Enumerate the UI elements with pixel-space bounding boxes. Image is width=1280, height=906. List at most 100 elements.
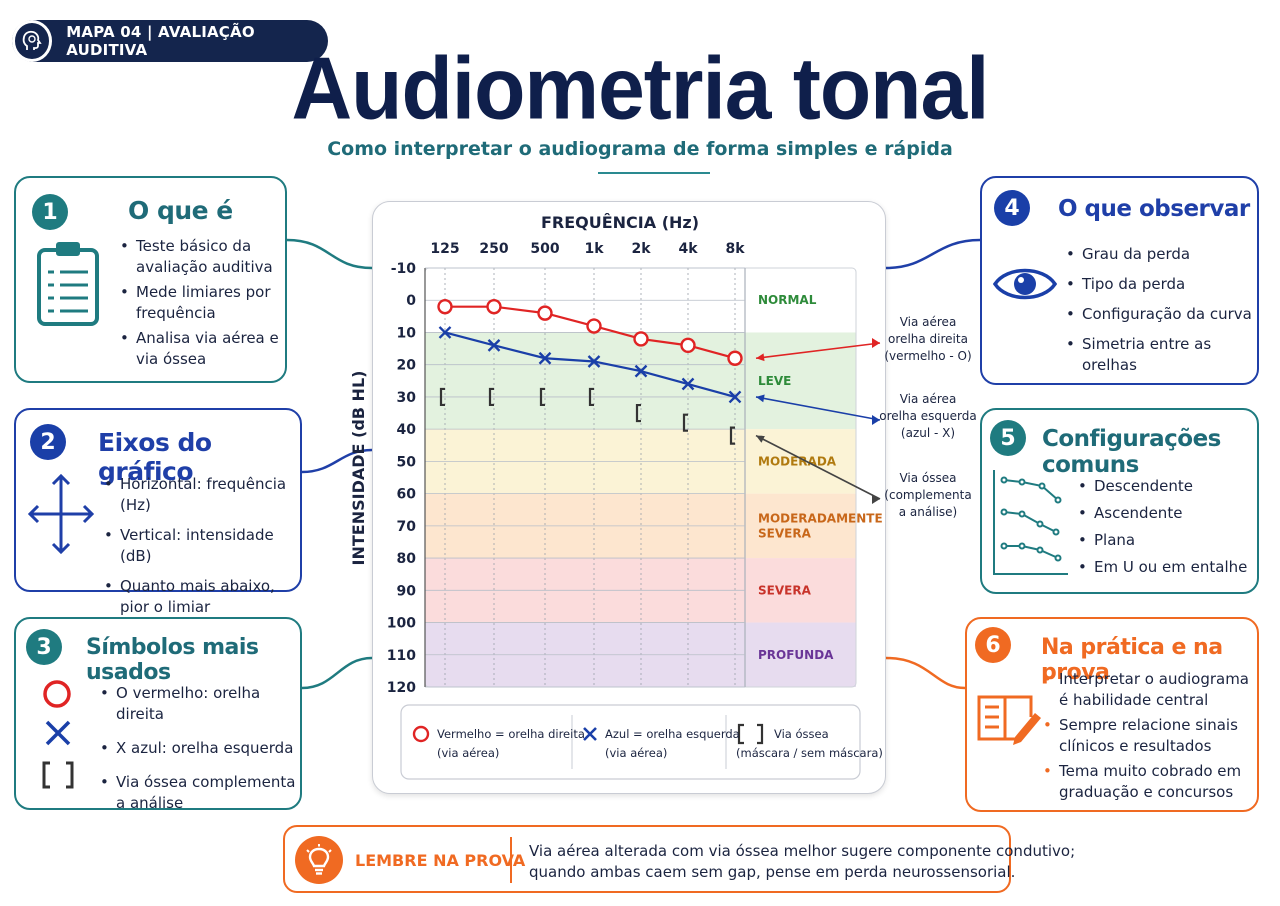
x-tick-label: 8k	[725, 241, 745, 257]
x-tick-label: 1k	[584, 241, 604, 257]
annotation-arrow	[755, 434, 881, 500]
left-ear-marker	[728, 390, 742, 404]
card-title: O que observar	[1058, 196, 1250, 222]
x-tick-label: 500	[530, 241, 559, 257]
blue-x-icon	[44, 719, 72, 752]
bone-conduction-marker	[539, 387, 545, 407]
right-ear-marker	[537, 305, 553, 321]
remember-line: quando ambas caem sem gap, pense em perd…	[529, 863, 1016, 881]
legend-label: Via óssea	[774, 727, 829, 741]
y-tick-label: 0	[406, 293, 416, 309]
curves-icon	[992, 468, 1070, 585]
book-pencil-icon	[975, 687, 1041, 752]
band-label: MODERADA	[758, 454, 837, 468]
legend-label: Azul = orelha esquerda	[605, 727, 740, 741]
lightbulb-icon	[295, 836, 343, 884]
arrowhead	[872, 415, 880, 425]
right-ear-marker	[727, 350, 743, 366]
right-ear-marker	[680, 337, 696, 354]
card-number: 1	[32, 194, 68, 230]
card-chart-axes: 2 Eixos do gráfico Horizontal: frequênci…	[14, 408, 302, 616]
x-tick-label: 4k	[678, 241, 698, 257]
legend-bracket	[757, 723, 764, 745]
card-number: 3	[26, 629, 62, 665]
annotation-text: orelha esquerda	[879, 409, 976, 423]
list-item: Descendente	[1078, 476, 1254, 497]
arrowhead	[756, 435, 765, 443]
eye-icon	[992, 260, 1058, 313]
severity-band	[425, 332, 856, 430]
legend-sublabel: (máscara / sem máscara)	[736, 746, 883, 760]
card-common-configs: 5 Configurações comuns Descendente Ascen…	[980, 408, 1259, 594]
legend-sublabel: (via aérea)	[437, 746, 499, 760]
list-item: Via óssea complementa a análise	[100, 772, 300, 814]
badge-text: MAPA 04 | AVALIAÇÃO AUDITIVA	[66, 23, 255, 59]
list-item: Teste básico da avaliação auditiva	[120, 236, 284, 278]
left-ear-marker	[487, 339, 501, 352]
list-item: Analisa via aérea e via óssea	[120, 328, 284, 370]
list-item: Grau da perda	[1066, 244, 1256, 265]
remember-divider	[510, 837, 512, 883]
card-list: Descendente Ascendente Plana Em U ou em …	[1078, 476, 1254, 578]
legend-blue-x	[583, 727, 597, 741]
annotation-arrow	[755, 396, 881, 421]
list-item: O vermelho: orelha direita	[100, 683, 300, 725]
remember-text: Via aérea alterada com via óssea melhor …	[529, 841, 1075, 883]
y-tick-label: 120	[387, 680, 416, 696]
right-ear-marker	[437, 298, 453, 315]
list-item: Configuração da curva	[1066, 304, 1256, 325]
legend-label: Vermelho = orelha direita	[437, 727, 585, 741]
remember-label: LEMBRE NA PROVA	[355, 851, 526, 870]
annotation-text: (azul - X)	[901, 426, 955, 440]
list-item: Vertical: intensidade (dB)	[104, 525, 300, 567]
annotation-text: (complementa	[884, 488, 971, 502]
card-title: Símbolos mais usados	[86, 635, 259, 685]
bone-conduction-marker	[635, 403, 641, 423]
card-list: Teste básico da avaliação auditiva Mede …	[120, 236, 284, 370]
card-what-to-observe: 4 O que observar Grau da perda Tipo da p…	[980, 176, 1259, 385]
list-item: Mede limiares por frequência	[120, 282, 284, 324]
y-tick-label: 50	[397, 454, 417, 470]
y-tick-label: 70	[397, 519, 417, 535]
band-label: MODERADAMENTE	[758, 511, 883, 525]
y-tick-label: 60	[397, 487, 417, 503]
legend-sublabel: (via aérea)	[605, 746, 667, 760]
page-title: Audiometria tonal	[291, 38, 989, 138]
band-label: NORMAL	[758, 293, 817, 307]
x-tick-label: 2k	[631, 241, 651, 257]
y-axis-label: INTENSIDADE (dB HL)	[349, 371, 368, 566]
bone-conduction-marker	[488, 387, 494, 407]
head-icon	[12, 20, 53, 62]
right-ear-marker	[586, 318, 602, 334]
list-item: Plana	[1078, 530, 1254, 551]
left-ear-marker	[681, 377, 695, 391]
bracket-icon	[42, 761, 74, 794]
bone-conduction-marker	[588, 387, 594, 407]
card-practice: 6 Na prática e na prova Interpretar o au…	[965, 617, 1259, 812]
bone-conduction-marker	[439, 387, 445, 407]
y-tick-label: 30	[397, 390, 417, 406]
remember-box: LEMBRE NA PROVA Via aérea alterada com v…	[283, 825, 1075, 893]
card-title: Configurações comuns	[1042, 426, 1221, 478]
y-tick-label: 100	[387, 616, 416, 632]
left-ear-marker	[438, 326, 452, 339]
list-item: Simetria entre as orelhas	[1066, 334, 1256, 376]
clipboard-icon	[34, 238, 104, 333]
legend-box	[400, 704, 861, 780]
annotation-text: Via óssea	[899, 471, 956, 485]
y-tick-label: -10	[391, 261, 417, 277]
y-tick-label: 90	[397, 583, 417, 599]
red-circle-icon	[42, 679, 72, 714]
card-number: 5	[990, 420, 1026, 456]
card-what-is: 1 O que é Teste básico da avaliação audi…	[14, 176, 287, 383]
card-number: 4	[994, 190, 1030, 226]
list-item: X azul: orelha esquerda	[100, 738, 300, 759]
remember-line: Via aérea alterada com via óssea melhor …	[529, 842, 1076, 860]
list-item: Horizontal: frequência (Hz)	[104, 474, 300, 516]
y-tick-label: 40	[397, 422, 417, 438]
annotation-text: Via aérea	[900, 392, 957, 406]
card-list: Grau da perda Tipo da perda Configuração…	[1066, 244, 1256, 376]
band-label: LEVE	[758, 374, 791, 388]
